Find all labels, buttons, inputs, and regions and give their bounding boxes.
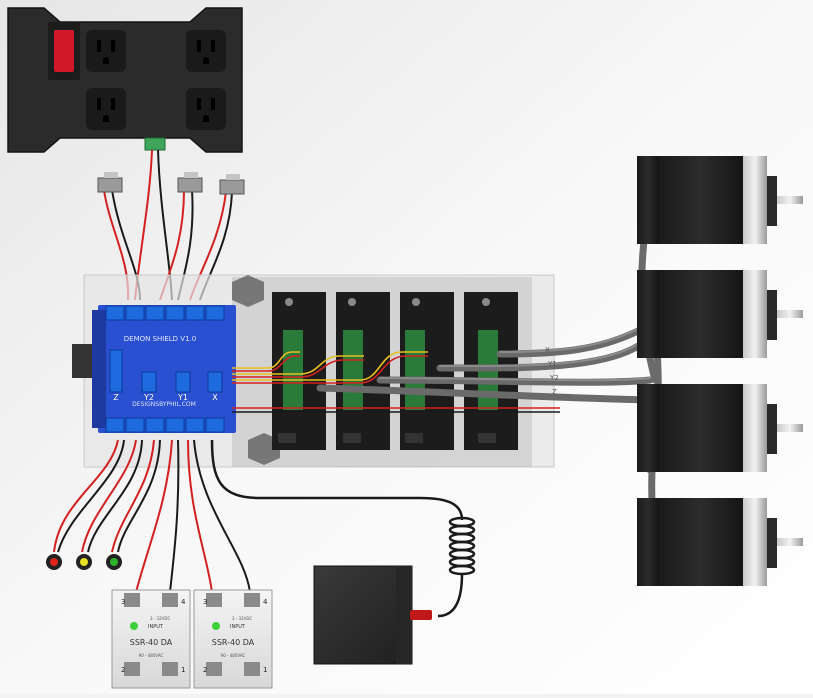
psu-plug	[410, 610, 432, 620]
relay-pin-1: 1	[181, 666, 185, 674]
relay-pin-4: 4	[181, 598, 186, 606]
axis-label-z: Z	[113, 393, 119, 402]
stepper-motor-icon	[637, 156, 803, 244]
axis-label-x: X	[212, 393, 218, 402]
relay-input-range: 3 - 32VDC	[150, 616, 170, 621]
relay-pin-2: 2	[203, 666, 207, 674]
relay-input-label: INPUT	[148, 624, 164, 630]
motor-label-y2: Y2	[549, 374, 559, 382]
limit-switch-icon	[97, 172, 123, 193]
coiled-cable	[437, 516, 476, 618]
board-website: DESIGNSBYPHIL.COM	[132, 401, 196, 408]
led-icon	[106, 554, 122, 570]
motor-label-x: X	[545, 346, 550, 354]
relay-load-range: 90 - 480VAC	[139, 653, 164, 658]
stepper-motor-icon	[637, 270, 803, 358]
axis-label-y1: Y1	[177, 393, 188, 402]
relay-pin-4: 4	[263, 598, 268, 606]
axis-label-y2: Y2	[143, 393, 154, 402]
motor-label-y1: Y1	[547, 360, 557, 368]
stepper-motor-icon	[637, 384, 803, 472]
outlet-icon	[86, 30, 126, 72]
led-icon	[46, 554, 62, 570]
power-supply-icon	[313, 565, 432, 665]
relay-icon: 3 4 2 1 INPUT 3 - 32VDC SSR-40 DA 90 - 4…	[193, 589, 273, 689]
led-icon	[76, 554, 92, 570]
relay-input-range: 3 - 32VDC	[232, 616, 252, 621]
relay-pin-3: 3	[203, 598, 207, 606]
outlet-power-switch[interactable]	[54, 30, 74, 72]
relay-load-range: 90 - 480VAC	[221, 653, 246, 658]
outlet-icon	[186, 30, 226, 72]
relay-model: SSR-40 DA	[130, 638, 173, 647]
driver-signal-wires	[232, 351, 428, 384]
outlet-terminal	[144, 137, 166, 151]
relay-pin-2: 2	[121, 666, 125, 674]
limit-switch-icon	[219, 174, 245, 195]
motor-label-z: Z	[552, 388, 557, 396]
relay-pin-3: 3	[121, 598, 125, 606]
psu-cable	[210, 439, 464, 521]
stepper-driver	[272, 292, 326, 450]
relay-pin-1: 1	[263, 666, 267, 674]
relay-icon: 3 4 2 1 INPUT 3 - 32VDC SSR-40 DA 90 - 4…	[111, 589, 191, 689]
outlet-icon	[186, 88, 226, 130]
driver-area	[232, 275, 532, 467]
motor-labels: X Y1 Y2 Z	[545, 346, 559, 396]
relay-model: SSR-40 DA	[212, 638, 255, 647]
outlet-icon	[86, 88, 126, 130]
stepper-motor-icon	[637, 498, 803, 586]
demon-shield-board: DEMON SHIELD V1.0 DESIGNSBYPHIL.COM Z Y2…	[72, 305, 236, 433]
relay-input-label: INPUT	[230, 624, 246, 630]
limit-switch-icon	[177, 172, 203, 193]
motor-cable-highlights	[379, 327, 651, 382]
outlet-box	[7, 7, 243, 153]
led-wiring	[53, 439, 161, 553]
board-title: DEMON SHIELD V1.0	[124, 335, 196, 343]
relay-wiring	[135, 439, 251, 593]
